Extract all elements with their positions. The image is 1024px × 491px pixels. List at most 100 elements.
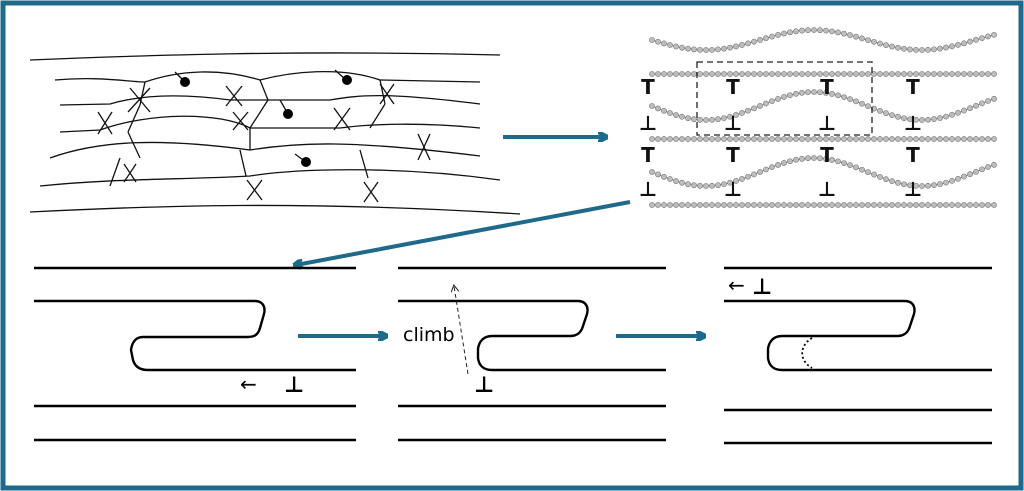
atom	[823, 155, 829, 162]
atom	[895, 136, 901, 142]
atom	[985, 202, 991, 208]
atom	[841, 94, 847, 101]
atom	[991, 31, 997, 38]
edge-dislocation-icon: T	[641, 75, 655, 99]
atom	[787, 29, 793, 36]
edge-dislocation-icon: T	[820, 143, 834, 167]
atom	[925, 71, 931, 77]
atom	[799, 89, 805, 96]
atom	[679, 71, 685, 77]
atom	[757, 202, 763, 208]
atom	[841, 30, 847, 37]
atom	[943, 136, 949, 142]
atom	[829, 71, 835, 77]
atom	[751, 105, 757, 112]
atom	[961, 136, 967, 142]
atom	[715, 182, 721, 189]
fold-panel-3	[724, 266, 992, 445]
atom	[907, 71, 913, 77]
atom	[667, 110, 673, 116]
atom	[991, 161, 997, 168]
atom	[751, 136, 757, 142]
atom	[907, 182, 913, 189]
atom	[751, 38, 757, 45]
atom	[733, 71, 739, 77]
atom	[715, 202, 721, 208]
atom	[883, 110, 889, 117]
atom	[943, 202, 949, 208]
atom	[925, 116, 931, 123]
atom	[697, 116, 703, 123]
atom	[697, 202, 703, 208]
atom	[925, 182, 931, 189]
atom	[709, 71, 715, 77]
atom	[853, 71, 859, 77]
edge-dislocation-icon: T	[906, 75, 920, 99]
atom	[955, 202, 961, 208]
atom	[877, 174, 883, 180]
atom	[919, 136, 925, 142]
atom	[889, 43, 895, 50]
atom	[811, 136, 817, 142]
edge-dislocation-icon: ⊥	[639, 111, 657, 135]
atom	[739, 42, 745, 48]
atom	[811, 155, 817, 161]
atom	[883, 42, 889, 49]
atom	[721, 115, 727, 121]
atom	[787, 158, 793, 165]
edge-dislocation-icon: ⊥	[904, 177, 922, 201]
atom	[649, 37, 655, 43]
dislocation-symbol-1: ⊥	[284, 373, 304, 398]
atom	[745, 107, 751, 114]
dislocation-point	[180, 77, 190, 87]
atom	[685, 71, 691, 77]
atom	[853, 33, 859, 40]
atom	[973, 36, 979, 43]
atom	[889, 178, 895, 185]
atom	[769, 136, 775, 142]
atom	[991, 71, 997, 77]
atom	[883, 71, 889, 77]
dislocation-point	[283, 109, 293, 119]
atom	[679, 136, 685, 142]
atom	[697, 136, 703, 142]
atom	[889, 202, 895, 208]
atom	[691, 202, 697, 208]
atom	[949, 202, 955, 208]
atom	[763, 202, 769, 208]
atom	[913, 202, 919, 208]
atom	[697, 71, 703, 77]
atom	[961, 107, 967, 114]
atom	[703, 183, 709, 189]
atom	[913, 136, 919, 142]
atom	[979, 136, 985, 142]
atom	[847, 136, 853, 142]
dotted-boundary	[801, 337, 813, 369]
atom	[913, 182, 919, 189]
atom	[751, 171, 757, 178]
atom	[649, 169, 655, 175]
atom	[661, 202, 667, 208]
atom	[733, 43, 739, 50]
atomic-chain-panel	[649, 27, 997, 208]
atom	[709, 116, 715, 123]
atom	[811, 71, 817, 77]
atom	[793, 202, 799, 208]
atom	[853, 98, 859, 105]
atom	[967, 38, 973, 45]
atom	[757, 37, 763, 43]
atom	[853, 164, 859, 171]
atom	[805, 136, 811, 142]
atom	[655, 202, 661, 208]
atom	[697, 46, 703, 53]
atom	[787, 92, 793, 99]
atom	[985, 136, 991, 142]
atom	[925, 46, 931, 53]
dislocation-symbol-3: ⊥	[752, 275, 772, 300]
atom	[883, 202, 889, 208]
atom	[793, 136, 799, 142]
atom	[859, 136, 865, 142]
atom	[919, 202, 925, 208]
atom	[823, 136, 829, 142]
atom	[769, 71, 775, 77]
